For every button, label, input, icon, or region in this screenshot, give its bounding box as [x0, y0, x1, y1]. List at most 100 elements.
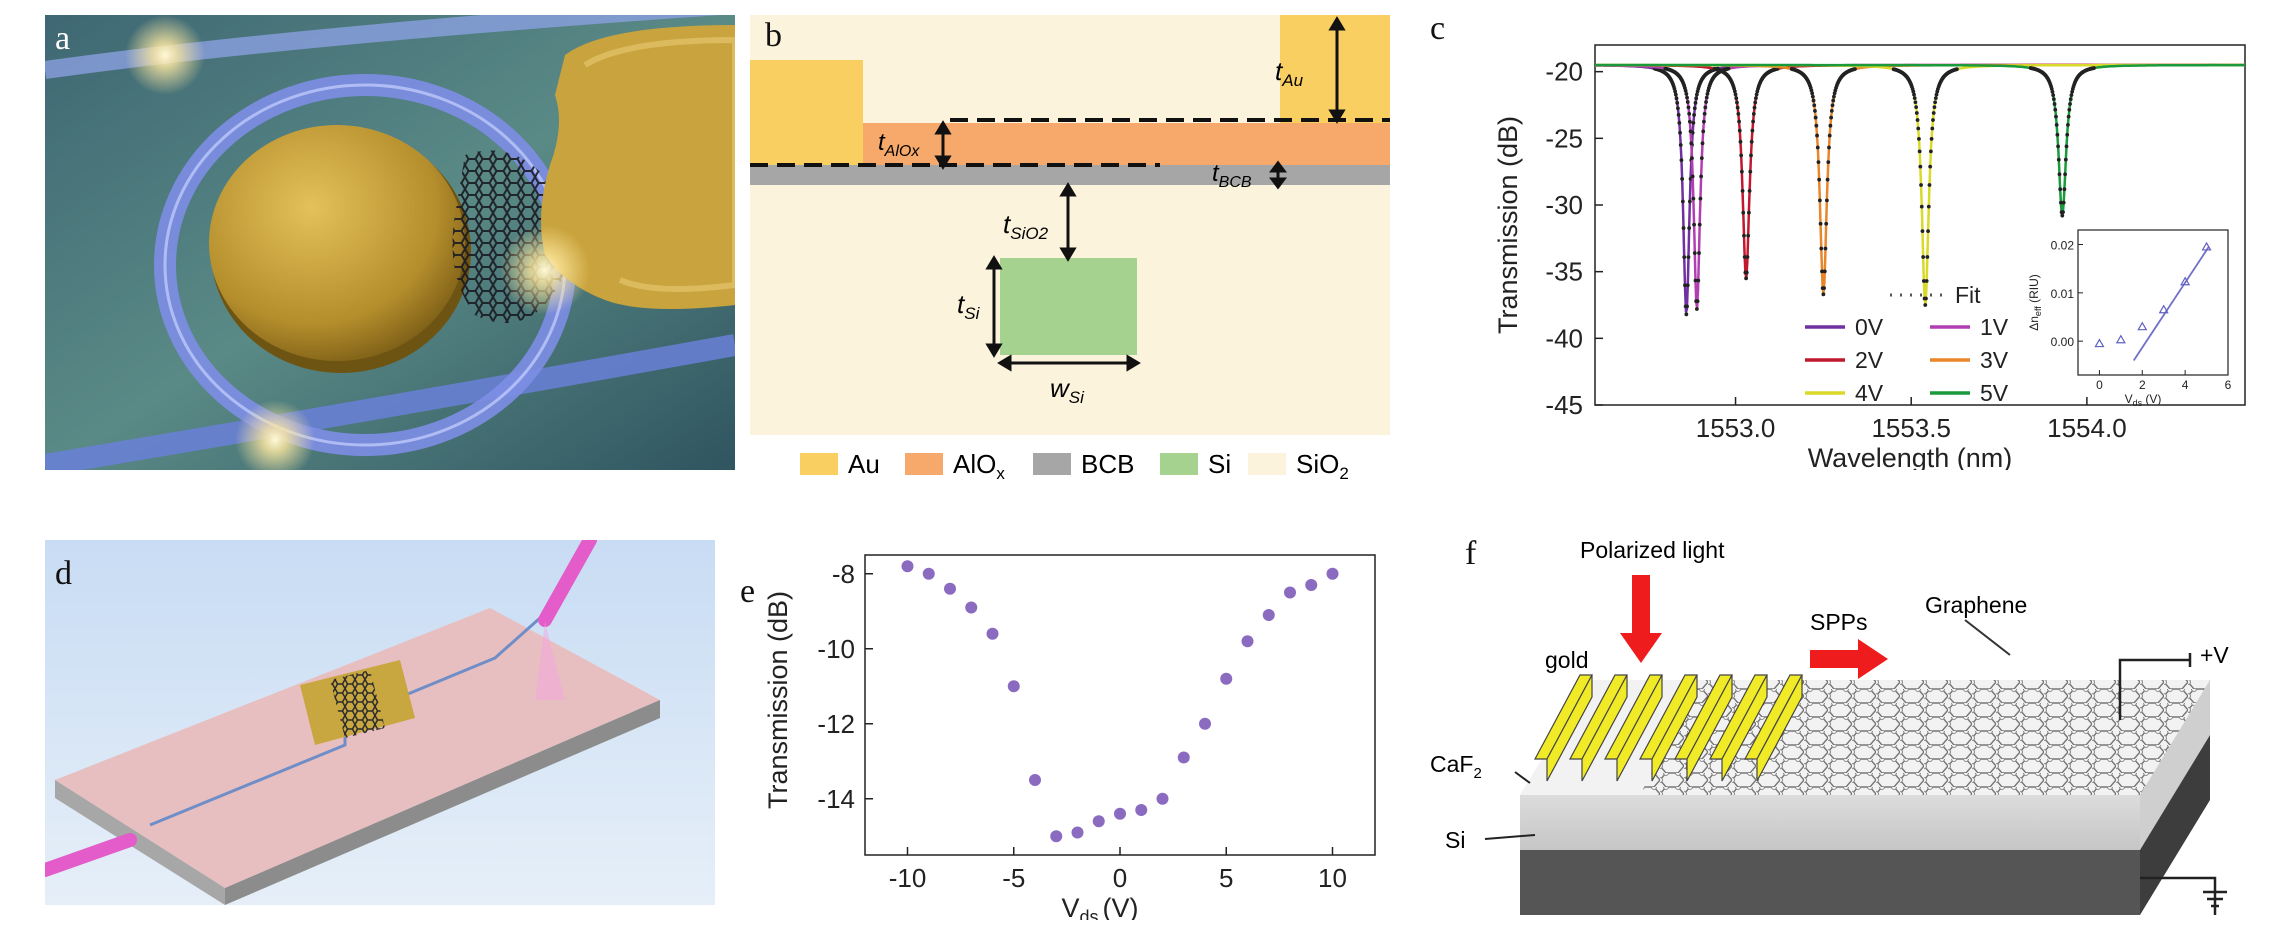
panel-a-label: a [55, 20, 71, 57]
fit-dot [1829, 115, 1834, 120]
panel-d-label: d [55, 555, 72, 592]
series-5V [1595, 63, 2245, 218]
fit-dot [1751, 119, 1756, 124]
fit-dot [2063, 157, 2068, 162]
fit-dot [1920, 229, 1925, 234]
legend-swatch-alox [905, 453, 943, 475]
panel-f: Polarized light SPPs Graphene gold CaF2 … [1420, 535, 2270, 915]
fit-dot [2054, 123, 2059, 127]
data-point [1305, 579, 1318, 591]
data-point [965, 601, 978, 614]
fit-dot [1674, 96, 1679, 101]
fit-dot [1750, 128, 1755, 133]
fit-dot [1688, 129, 1693, 134]
fit-dot [1673, 92, 1678, 97]
panel-d: d [38, 533, 715, 905]
fit-dot [1678, 143, 1683, 147]
fit-dot [1697, 251, 1701, 255]
data-point [1071, 826, 1084, 839]
x-tick-label: 0 [1113, 863, 1127, 893]
spps-arrow [1810, 639, 1888, 679]
fit-dot [1746, 210, 1751, 215]
fit-dot [1954, 67, 1959, 72]
fit-dot [1678, 130, 1682, 135]
x-tick-label: 10 [1318, 863, 1347, 893]
y-tick-label: -40 [1545, 323, 1583, 353]
fit-dot [1691, 121, 1696, 125]
fit-dot [1924, 296, 1928, 301]
y-axis-label: Transmission (dB) [763, 591, 793, 809]
fit-dot [1701, 129, 1706, 134]
fit-dot [1705, 92, 1710, 96]
legend-label-alox: AlOx [953, 449, 1005, 483]
fit-dot [1691, 196, 1696, 201]
fit-dot [1684, 312, 1689, 317]
fit-dot [1699, 156, 1704, 161]
inset-y-tick-label: 0.01 [2051, 287, 2075, 301]
x-tick-label: 1554.0 [2047, 413, 2127, 443]
dim-t-bcb: tBCB [1212, 160, 1252, 191]
fit-dot [1684, 92, 1689, 96]
fit-dot [2053, 107, 2058, 112]
fit-dot [1683, 88, 1688, 93]
fit-dot [1687, 111, 1692, 116]
data-point [1114, 807, 1126, 820]
fit-dot [1683, 283, 1687, 288]
fit-dot [1735, 100, 1739, 105]
dim-t-sio2: tSiO2 [1003, 209, 1049, 243]
legend-label-bcb: BCB [1081, 449, 1134, 479]
data-point [1220, 672, 1233, 685]
fit-dot [1693, 278, 1698, 283]
fit-dot [1689, 141, 1694, 146]
x-axis-label: Vds(V) [1061, 893, 1138, 920]
fit-dot [1690, 156, 1694, 161]
x-tick-label: 1553.5 [1871, 413, 1951, 443]
inset-y-tick-label: 0.02 [2051, 239, 2075, 253]
dim-t-si: tSi [957, 289, 981, 323]
fit-dot [1933, 96, 1938, 101]
fit-dot [2062, 187, 2067, 192]
legend-label-au: Au [848, 449, 880, 479]
fit-dot [1911, 89, 1916, 94]
x-tick-label: 1553.0 [1696, 413, 1776, 443]
fit-dot [1931, 111, 1936, 115]
fit-dot [1747, 189, 1752, 193]
fit-dot [1831, 98, 1836, 103]
fit-dot [1682, 255, 1687, 260]
fit-dot [1813, 108, 1817, 113]
fit-dot [1673, 89, 1678, 94]
fit-dot [1742, 233, 1746, 238]
fit-dot [1932, 105, 1937, 110]
fit-dot [1698, 196, 1703, 201]
fit-dot [2066, 114, 2071, 119]
fit-dot [1928, 149, 1933, 154]
panel-f-illustration: Polarized light SPPs Graphene gold CaF2 … [1430, 537, 2229, 915]
fit-dot [1918, 164, 1923, 169]
fit-dot [1686, 105, 1691, 110]
fit-dot [1685, 283, 1690, 288]
dim-t-alox: tAlOx [878, 129, 920, 160]
fit-dot [1737, 128, 1742, 133]
fit-dot [1699, 174, 1704, 179]
y-axis-label: Transmission (dB) [1493, 116, 1523, 334]
fit-dot [1693, 100, 1698, 105]
fit-dot [1749, 153, 1753, 158]
fit-dot [1830, 103, 1835, 108]
fit-dot [1822, 269, 1827, 274]
data-point [1262, 609, 1275, 621]
fit-dot [1680, 176, 1685, 181]
fit-dot [1809, 88, 1814, 93]
legend-label-2V: 2V [1855, 347, 1884, 373]
fit-dot [1913, 100, 1918, 105]
fit-dot [1934, 92, 1939, 97]
fit-dot [1832, 94, 1836, 99]
fit-dot [2055, 132, 2060, 137]
fit-dot [2067, 107, 2072, 112]
inset-y-label: Δneff (RIU) [2027, 274, 2043, 331]
dim-t-au: tAu [1275, 56, 1304, 90]
fit-dot [2068, 102, 2072, 106]
light-arrow [1620, 575, 1662, 663]
bcb-layer [750, 165, 1390, 185]
